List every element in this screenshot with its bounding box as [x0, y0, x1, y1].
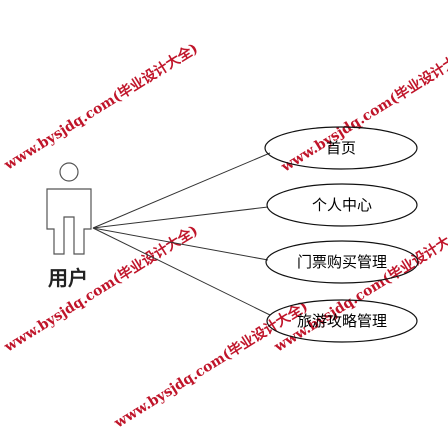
watermark-2: www.bysjdq.com(毕业设计大全)	[277, 42, 448, 176]
use-case-personal-center: 个人中心	[266, 183, 418, 227]
use-case-ellipse	[266, 299, 418, 343]
watermark-1: www.bysjdq.com(毕业设计大全)	[0, 40, 201, 174]
use-case-guide-management: 旅游攻略管理	[266, 299, 418, 343]
actor-body	[46, 188, 92, 255]
use-case-home: 首页	[264, 126, 418, 170]
actor-head	[59, 162, 79, 182]
association-line-personal	[92, 206, 269, 229]
use-case-label: 首页	[326, 139, 356, 157]
watermark-5: www.bysjdq.com(毕业设计大全)	[110, 298, 311, 432]
use-case-label: 个人中心	[312, 196, 372, 214]
association-line-home	[92, 152, 271, 229]
association-line-tickets	[92, 227, 269, 261]
use-case-label: 旅游攻略管理	[297, 312, 387, 330]
actor-label: 用户	[48, 266, 88, 290]
actor-user: 用户	[46, 162, 92, 290]
use-case-label: 门票购买管理	[297, 253, 387, 271]
watermark-layer: www.bysjdq.com(毕业设计大全) www.bysjdq.com(毕业…	[0, 40, 448, 432]
associations	[92, 152, 271, 316]
use-case-ellipse	[264, 126, 418, 170]
association-line-guides	[92, 227, 271, 316]
use-case-ticket-management: 门票购买管理	[265, 240, 419, 284]
use-case-ellipse	[266, 183, 418, 227]
use-case-ellipse	[265, 240, 419, 284]
